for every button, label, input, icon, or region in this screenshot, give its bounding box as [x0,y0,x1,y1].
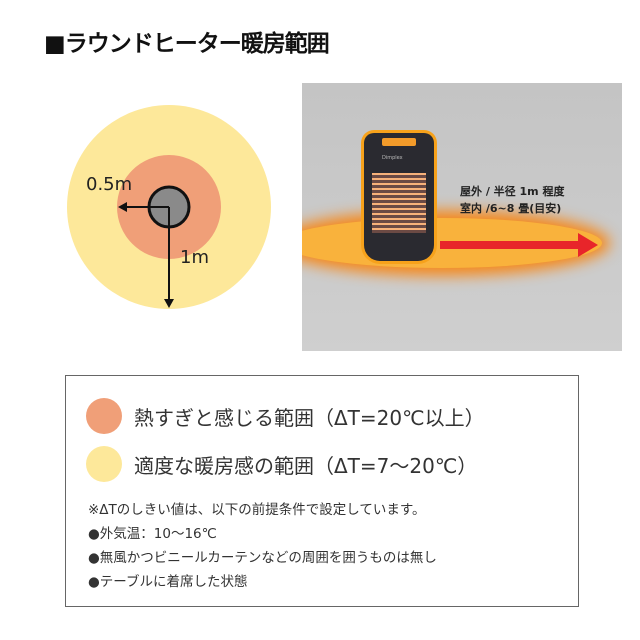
heater-coil [372,173,426,233]
indoor-range: 室内 /6~8 畳(目安) [460,202,562,215]
condition-item: ●外気温：10～16℃ [88,526,217,542]
arrowhead [164,299,174,308]
page-title: ■ラウンドヒーター暖房範囲 [44,31,330,57]
legend-comfortable: 適度な暖房感の範囲（ΔT=7～20℃） [134,454,478,478]
heater-image: Dimplex [364,133,434,261]
legend-too-hot: 熱すぎと感じる範囲（ΔT=20℃以上） [134,406,485,430]
label-1m: 1m [180,247,209,268]
too-hot-swatch [86,398,122,434]
range-arrow [440,241,580,249]
heater-photo: Dimplex 屋外 / 半径 1m 程度 室内 /6~8 畳(目安) [302,83,622,351]
heater-handle [382,138,416,146]
brand-logo: Dimplex [382,155,403,161]
heating-range-diagram [67,105,271,309]
range-text: 屋外 / 半径 1m 程度 室内 /6~8 畳(目安) [460,183,564,217]
condition-item: ●テーブルに着席した状態 [88,574,248,590]
threshold-note: ※ΔTのしきい値は、以下の前提条件で設定しています。 [88,502,426,518]
condition-item: ●無風かつビニールカーテンなどの周囲を囲うものは無し [88,550,437,566]
outdoor-range: 屋外 / 半径 1m 程度 [460,185,565,198]
label-0.5m: 0.5m [86,174,133,195]
legend-box: 熱すぎと感じる範囲（ΔT=20℃以上） 適度な暖房感の範囲（ΔT=7～20℃） … [65,375,579,607]
range-arrowhead [578,233,598,257]
arrowhead [118,202,127,212]
comfortable-swatch [86,446,122,482]
